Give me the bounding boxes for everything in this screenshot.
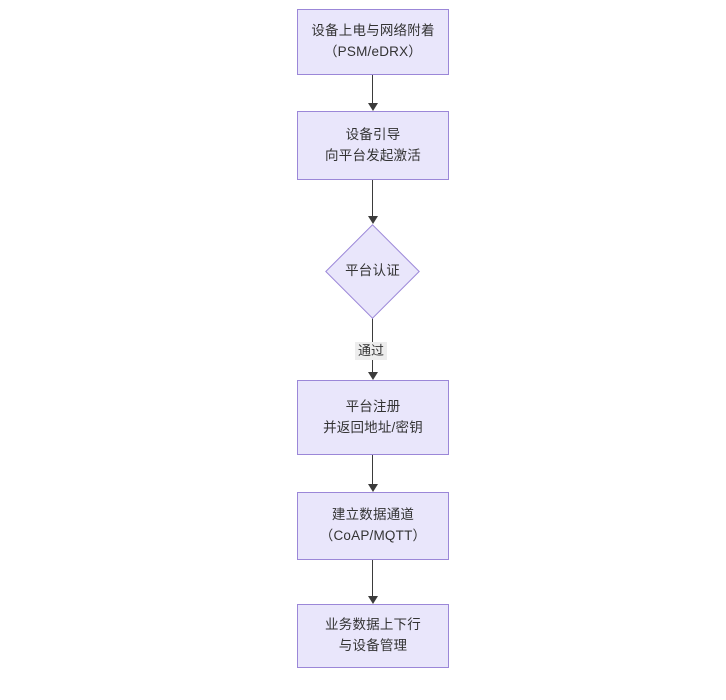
node-text-line-1: 平台认证	[345, 263, 400, 279]
node-text-line-2: 并返回地址/密钥	[323, 419, 423, 435]
connector-line	[372, 560, 374, 596]
connector-n1-n2	[367, 75, 378, 111]
node-device-power-on[interactable]: 设备上电与网络附着 （PSM/eDRX）	[297, 9, 449, 75]
node-text-line-2: 与设备管理	[338, 638, 408, 653]
connector-n5-n6	[367, 560, 378, 604]
node-text-line-1: 平台注册	[345, 398, 401, 414]
node-platform-authentication[interactable]: 平台认证	[325, 224, 420, 319]
arrow-head-icon	[367, 103, 378, 111]
node-text-line-2: （PSM/eDRX）	[323, 44, 423, 59]
edge-label-pass: 通过	[355, 342, 388, 361]
node-establish-data-channel[interactable]: 建立数据通道 （CoAP/MQTT）	[297, 492, 449, 560]
node-text-line-1: 建立数据通道	[331, 507, 415, 523]
node-text-line-2: 向平台发起激活	[325, 147, 421, 163]
arrow-head-icon	[367, 372, 378, 380]
node-text-line-1: 业务数据上下行	[325, 617, 421, 633]
connector-n4-n5	[367, 455, 378, 492]
arrow-head-icon	[367, 216, 378, 224]
node-text-line-1: 设备上电与网络附着	[311, 23, 435, 39]
arrow-head-icon	[367, 596, 378, 604]
connector-line	[372, 455, 374, 484]
connector-n2-n3	[367, 180, 378, 224]
connector-line	[372, 180, 374, 216]
arrow-head-icon	[367, 484, 378, 492]
connector-line	[372, 75, 374, 103]
node-platform-registration[interactable]: 平台注册 并返回地址/密钥	[297, 380, 449, 455]
node-business-data-and-device-management[interactable]: 业务数据上下行 与设备管理	[297, 604, 449, 668]
node-device-bootstrap[interactable]: 设备引导 向平台发起激活	[297, 111, 449, 180]
node-text-line-1: 设备引导	[345, 126, 401, 142]
node-text-line-2: （CoAP/MQTT）	[319, 528, 427, 543]
